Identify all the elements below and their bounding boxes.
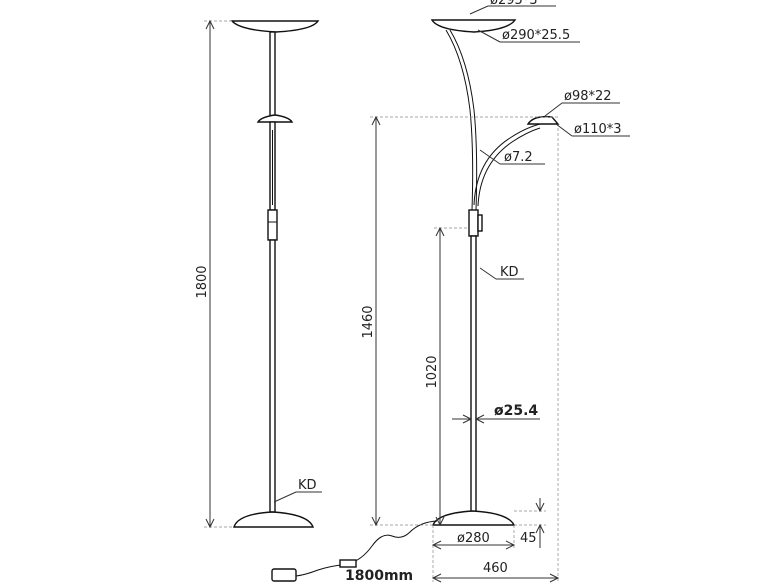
base-diameter: ø280 — [457, 531, 490, 546]
left-top-dish — [230, 20, 320, 33]
top-dish-diameter: ø295*3 — [490, 0, 538, 8]
cable-length-label: 1800mm — [345, 568, 413, 584]
left-main-pole — [269, 239, 276, 513]
right-reading-arm — [473, 123, 541, 206]
power-plug — [271, 568, 297, 582]
right-joint — [468, 209, 479, 237]
left-kd-label: KD — [298, 478, 317, 493]
spread-width: 460 — [483, 561, 508, 576]
base-height: 45 — [520, 531, 537, 546]
left-base — [233, 511, 315, 528]
left-joint — [267, 209, 278, 241]
right-reading-dish — [526, 115, 560, 125]
reading-height: 1460 — [361, 305, 376, 338]
right-base — [431, 510, 516, 526]
power-cable — [295, 520, 438, 577]
right-lamp-view: 1800mm ø295*3 ø290*25.5 ø98*22 ø110*3 ø7… — [271, 0, 630, 584]
reading-dish-diameter: ø110*3 — [574, 122, 622, 137]
pole-diameter: ø25.4 — [494, 403, 538, 419]
right-top-dish — [430, 19, 517, 33]
arm-diameter: ø7.2 — [504, 150, 533, 165]
right-main-arm — [445, 29, 474, 211]
left-total-height: 1800 — [195, 265, 210, 298]
left-lamp-view: KD 1800 — [195, 19, 322, 529]
reading-dish-size: ø98*22 — [564, 89, 612, 104]
right-main-pole — [470, 235, 477, 513]
switch-height: 1020 — [425, 355, 440, 388]
left-reading-dish — [256, 114, 294, 123]
right-kd-label: KD — [500, 265, 519, 280]
top-dish-size: ø290*25.5 — [502, 28, 570, 43]
left-upper-pole — [269, 31, 276, 118]
cable-switch — [339, 559, 357, 568]
